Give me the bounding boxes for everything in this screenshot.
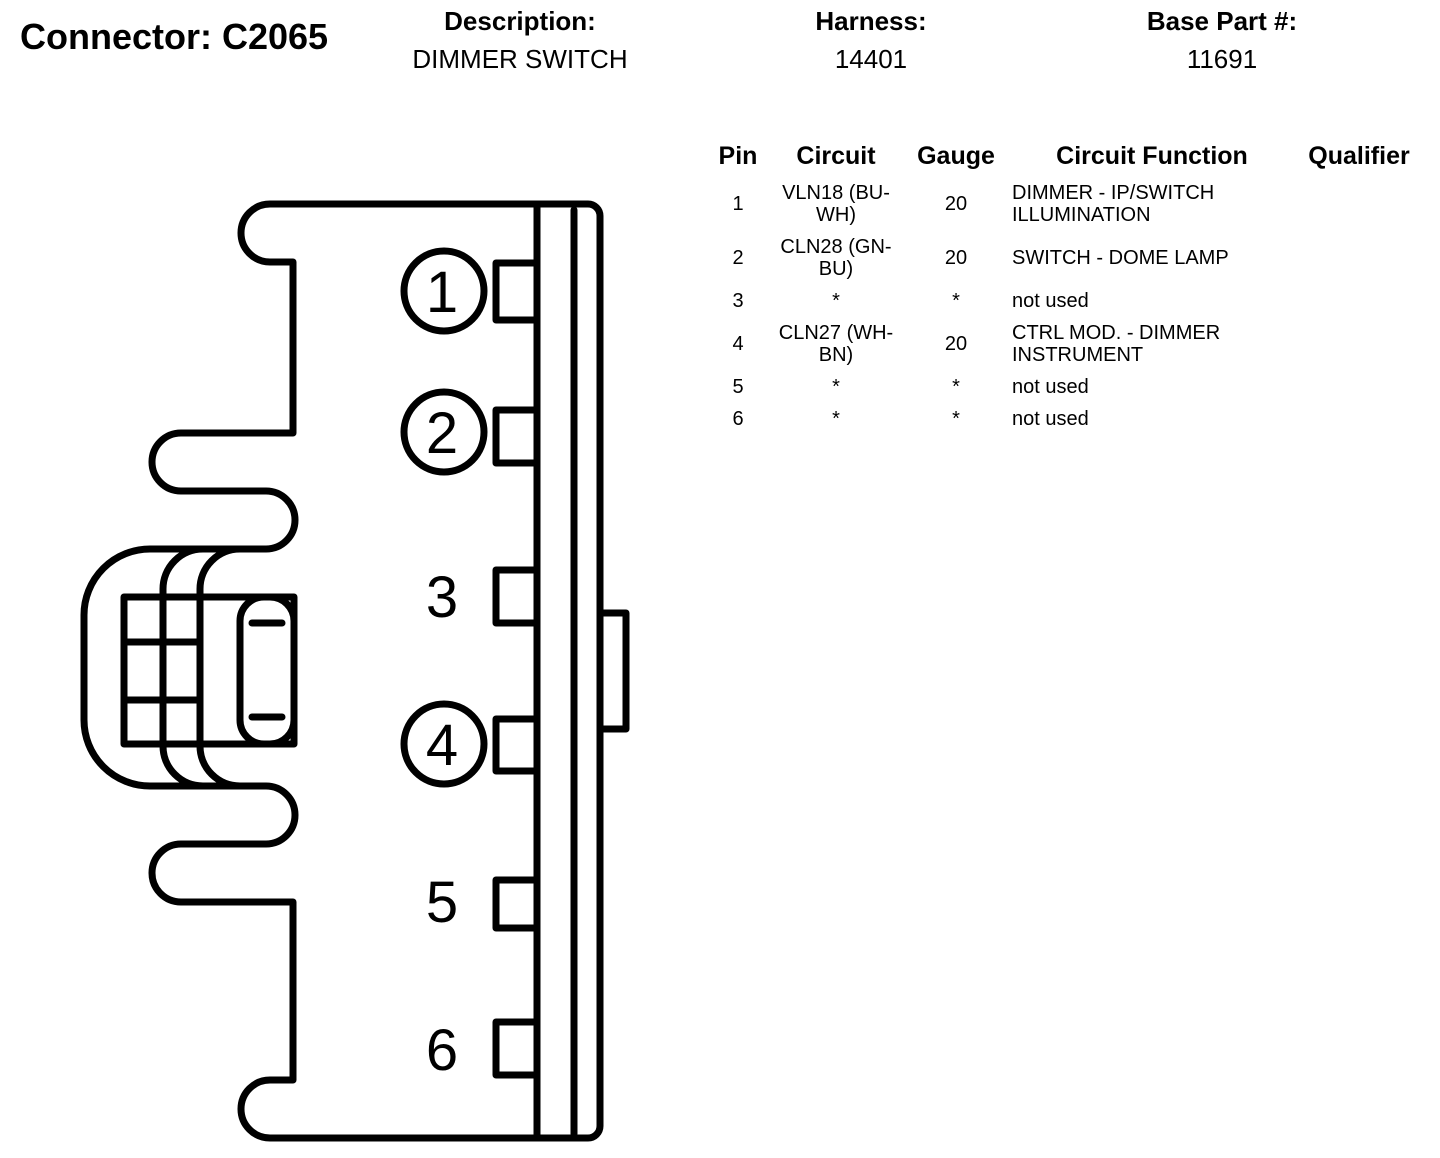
connector-face-drawing: 1 2 3 4 5 6 bbox=[80, 200, 630, 1142]
harness-label: Harness: bbox=[815, 6, 927, 36]
base-part-block: Base Part #: 11691 bbox=[1062, 6, 1382, 74]
cell-circuit: CLN28 (GN-BU) bbox=[780, 236, 892, 280]
pin-label: 3 bbox=[426, 565, 458, 630]
pin-notch bbox=[492, 259, 541, 324]
pin-label: 1 bbox=[426, 260, 458, 325]
description-block: Description: DIMMER SWITCH bbox=[360, 6, 680, 74]
header-circuit-function: Circuit Function bbox=[1056, 142, 1248, 170]
cell-pin: 2 bbox=[732, 247, 744, 269]
cell-circuit: * bbox=[832, 408, 840, 430]
cell-circuit-function: CTRL MOD. - DIMMER INSTRUMENT bbox=[1012, 322, 1221, 366]
pin-label: 4 bbox=[426, 713, 458, 778]
description-label: Description: bbox=[444, 6, 596, 36]
connector-body-outline bbox=[80, 200, 604, 1142]
cell-qualifier bbox=[1296, 371, 1422, 403]
cell-circuit-function: not used bbox=[1012, 290, 1089, 312]
cell-circuit-function: DIMMER - IP/SWITCH ILLUMINATION bbox=[1012, 182, 1215, 226]
cell-qualifier bbox=[1296, 317, 1422, 371]
pinout-header-row: Pin Circuit Gauge Circuit Function Quali… bbox=[708, 138, 1422, 177]
header-pin: Pin bbox=[718, 142, 758, 170]
header-qualifier: Qualifier bbox=[1308, 142, 1410, 170]
latch-arc bbox=[159, 545, 207, 790]
pin-notch bbox=[492, 406, 541, 467]
cell-circuit-function: SWITCH - DOME LAMP bbox=[1012, 247, 1229, 269]
cell-gauge: 20 bbox=[944, 247, 968, 269]
pin-circle bbox=[400, 388, 488, 476]
header-gauge: Gauge bbox=[917, 142, 995, 170]
pin-circle bbox=[400, 247, 488, 335]
pin-notch bbox=[492, 715, 541, 775]
cell-pin: 3 bbox=[732, 290, 744, 312]
cell-gauge: * bbox=[952, 376, 960, 398]
cell-circuit: * bbox=[832, 376, 840, 398]
latch-slot bbox=[236, 593, 298, 748]
cell-qualifier bbox=[1296, 403, 1422, 435]
cell-pin: 5 bbox=[732, 376, 744, 398]
table-row: 4 CLN27 (WH-BN) 20 CTRL MOD. - DIMMER IN… bbox=[708, 317, 1422, 371]
pin-label: 6 bbox=[426, 1018, 458, 1083]
table-row: 1 VLN18 (BU-WH) 20 DIMMER - IP/SWITCH IL… bbox=[708, 177, 1422, 231]
pin-notch bbox=[492, 876, 541, 932]
cell-pin: 6 bbox=[732, 408, 744, 430]
base-part-value: 11691 bbox=[1186, 44, 1258, 74]
description-value: DIMMER SWITCH bbox=[412, 44, 628, 74]
lock-tab bbox=[596, 609, 630, 733]
cell-qualifier bbox=[1296, 231, 1422, 285]
pin-label: 2 bbox=[426, 401, 458, 466]
table-row: 2 CLN28 (GN-BU) 20 SWITCH - DOME LAMP bbox=[708, 231, 1422, 285]
cell-gauge: * bbox=[952, 290, 960, 312]
latch-arc bbox=[196, 545, 244, 790]
base-part-label: Base Part #: bbox=[1146, 6, 1298, 36]
table-row: 5 * * not used bbox=[708, 371, 1422, 403]
cell-circuit-function: not used bbox=[1012, 408, 1089, 430]
header-circuit: Circuit bbox=[796, 142, 876, 170]
pin-circle bbox=[400, 700, 488, 788]
pin-notch bbox=[492, 1018, 541, 1079]
pin-label: 5 bbox=[426, 870, 458, 935]
cell-circuit: VLN18 (BU-WH) bbox=[782, 182, 890, 226]
latch-rect bbox=[120, 593, 298, 748]
cell-circuit: CLN27 (WH-BN) bbox=[778, 322, 894, 366]
cell-pin: 4 bbox=[732, 333, 744, 355]
table-row: 6 * * not used bbox=[708, 403, 1422, 435]
pinout-table: Pin Circuit Gauge Circuit Function Quali… bbox=[708, 138, 1422, 435]
cell-qualifier bbox=[1296, 177, 1422, 231]
cell-gauge: * bbox=[952, 408, 960, 430]
pin-notch bbox=[492, 566, 541, 627]
cell-gauge: 20 bbox=[944, 193, 968, 215]
cell-circuit-function: not used bbox=[1012, 376, 1089, 398]
connector-title: Connector: C2065 bbox=[20, 16, 329, 57]
table-row: 3 * * not used bbox=[708, 285, 1422, 317]
harness-block: Harness: 14401 bbox=[711, 6, 1031, 74]
cell-circuit: * bbox=[832, 290, 840, 312]
cell-pin: 1 bbox=[732, 193, 744, 215]
cell-gauge: 20 bbox=[944, 333, 968, 355]
cell-qualifier bbox=[1296, 285, 1422, 317]
harness-value: 14401 bbox=[834, 44, 908, 74]
